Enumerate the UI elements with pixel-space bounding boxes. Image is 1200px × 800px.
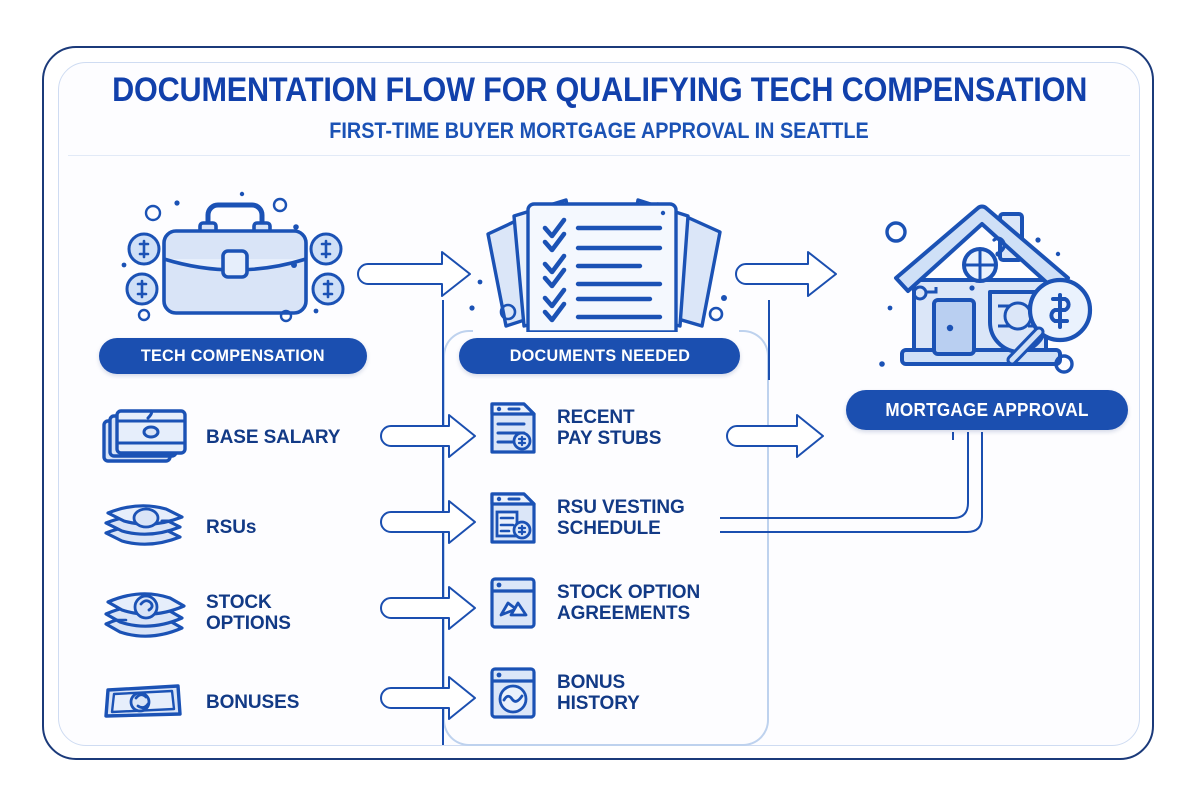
- single-banknote-icon: [100, 670, 192, 736]
- badge-mortgage-approval-label: MORTGAGE APPROVAL: [885, 399, 1089, 420]
- list-item-base-salary-label: BASE SALARY: [206, 427, 341, 449]
- arrow-bonuses-to-bonus-history: [380, 676, 476, 720]
- briefcase-with-coins-icon: [120, 185, 350, 330]
- banknotes-stack-icon: [100, 495, 192, 561]
- page-subtitle: FIRST-TIME BUYER MORTGAGE APPROVAL IN SE…: [329, 118, 869, 144]
- arrow-stock-options-to-agreements: [380, 586, 476, 630]
- arrow-compensation-to-documents: [357, 251, 471, 297]
- vesting-schedule-document-icon: [487, 490, 539, 546]
- cash-stack-icon: [100, 405, 192, 471]
- house-with-magnifier-icon: [872, 192, 1122, 382]
- bonus-history-document-icon: [487, 665, 539, 721]
- badge-documents-needed[interactable]: DOCUMENTS NEEDED: [459, 338, 740, 374]
- list-item-base-salary[interactable]: BASE SALARY: [100, 405, 340, 471]
- list-item-bonuses[interactable]: BONUSES: [100, 670, 299, 736]
- badge-mortgage-approval[interactable]: MORTGAGE APPROVAL: [846, 390, 1128, 430]
- approval-wire-inner: [720, 432, 969, 519]
- arrow-documents-list-to-mortgage-approval: [726, 414, 824, 458]
- stock-option-document-icon: [487, 575, 539, 631]
- page-title: DOCUMENTATION FLOW FOR QUALIFYING TECH C…: [112, 71, 1088, 109]
- arrow-documents-to-approval: [735, 251, 837, 297]
- list-item-rsus[interactable]: RSUs: [100, 495, 256, 561]
- list-item-rsus-label: RSUs: [206, 517, 257, 539]
- badge-tech-compensation-label: TECH COMPENSATION: [140, 346, 326, 365]
- outer-frame-border: [42, 46, 1154, 760]
- header: DOCUMENTATION FLOW FOR QUALIFYING TECH C…: [58, 71, 1140, 144]
- arrow-base-salary-to-pay-stubs: [380, 414, 476, 458]
- arrow-rsus-to-vesting-schedule: [380, 500, 476, 544]
- pay-stub-document-icon: [487, 400, 539, 456]
- badge-tech-compensation[interactable]: TECH COMPENSATION: [99, 338, 367, 374]
- list-item-bonuses-label: BONUSES: [206, 692, 300, 714]
- badge-documents-needed-label: DOCUMENTS NEEDED: [509, 346, 690, 365]
- approval-wire-outer: [720, 432, 983, 533]
- title-divider: [68, 155, 1130, 156]
- checklist-documents-icon: [462, 186, 742, 334]
- banknotes-fan-icon: [100, 580, 192, 646]
